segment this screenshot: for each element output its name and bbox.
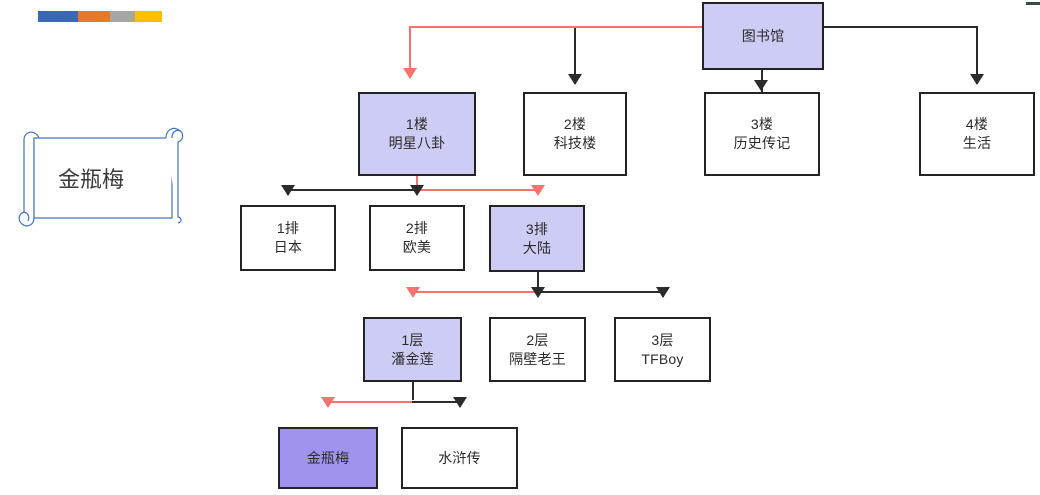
edge-root-to-f1-v	[409, 26, 411, 78]
node-floor-3-line1: 3楼	[750, 116, 774, 133]
node-floor-1-line2: 明星八卦	[388, 135, 446, 151]
arrowhead-f3	[754, 80, 768, 91]
scroll-shape-icon	[18, 127, 184, 227]
arrowhead-f2	[568, 74, 582, 85]
node-row-1-japan-line1: 1排	[276, 220, 300, 237]
node-floor-1-line1: 1楼	[405, 116, 429, 133]
edge-row4-bus-left	[412, 291, 538, 293]
scroll-callout-label: 金瓶梅	[58, 168, 125, 193]
node-row-2-euroamerica-line2: 欧美	[402, 239, 432, 255]
corner-artifact	[1026, 2, 1040, 5]
arrowhead-c2	[531, 287, 545, 298]
arrowhead-r1	[281, 185, 295, 196]
node-level-2-gebilaowang-line2: 隔壁老王	[509, 350, 566, 367]
decorative-color-bar	[38, 11, 162, 22]
arrowhead-b1	[321, 397, 335, 408]
edge-r3-stem	[537, 272, 539, 290]
arrowhead-b2	[453, 397, 467, 408]
arrowhead-c1	[406, 287, 420, 298]
node-row-3-mainland-line2: 大陆	[522, 239, 552, 256]
node-floor-1[interactable]: 1楼 明星八卦	[358, 92, 476, 176]
node-floor-3-line2: 历史传记	[733, 135, 791, 151]
node-floor-2-line2: 科技楼	[553, 135, 597, 151]
edge-root-to-f4-h	[824, 26, 977, 28]
arrowhead-f4	[970, 74, 984, 85]
node-floor-4-line2: 生活	[962, 135, 992, 151]
node-book-jinpingmei-line1: 金瓶梅	[306, 449, 350, 466]
edge-row5-bus-left	[327, 401, 413, 403]
color-bar-segment-1	[38, 11, 78, 22]
edge-row3-bus-right	[415, 189, 539, 191]
edge-root-to-f4-v	[976, 26, 978, 84]
node-level-1-panjinlian[interactable]: 1层 潘金莲	[363, 317, 462, 382]
arrowhead-r2	[410, 185, 424, 196]
node-row-3-mainland[interactable]: 3排 大陆	[489, 205, 585, 272]
arrowhead-c3	[656, 287, 670, 298]
node-book-jinpingmei[interactable]: 金瓶梅	[278, 427, 378, 489]
node-level-3-tfboy-line1: 3层	[651, 331, 674, 348]
node-book-shuihuzhuan[interactable]: 水浒传	[401, 427, 518, 489]
node-row-3-mainland-line1: 3排	[525, 220, 549, 237]
arrowhead-f1	[403, 68, 417, 79]
node-floor-3[interactable]: 3楼 历史传记	[704, 92, 820, 176]
node-floor-4[interactable]: 4楼 生活	[919, 92, 1035, 176]
node-floor-4-line1: 4楼	[965, 116, 989, 133]
node-root-library[interactable]: 图书馆	[702, 2, 824, 70]
node-level-1-panjinlian-line2: 潘金莲	[391, 350, 434, 367]
color-bar-segment-2	[78, 11, 110, 22]
edge-root-to-f1-h	[409, 26, 702, 28]
node-level-1-panjinlian-line1: 1层	[401, 331, 424, 348]
arrowhead-r3	[531, 185, 545, 196]
edge-c1-stem	[412, 382, 414, 400]
edge-row3-bus-left	[288, 189, 418, 191]
scroll-callout: 金瓶梅	[10, 118, 190, 236]
node-level-2-gebilaowang[interactable]: 2层 隔壁老王	[489, 317, 586, 382]
node-book-shuihuzhuan-line1: 水浒传	[438, 449, 481, 466]
edge-root-to-f2-v	[574, 26, 576, 84]
node-row-2-euroamerica-line1: 2排	[405, 220, 429, 237]
node-level-3-tfboy[interactable]: 3层 TFBoy	[614, 317, 711, 382]
node-row-1-japan[interactable]: 1排 日本	[240, 205, 336, 271]
color-bar-segment-4	[135, 11, 162, 22]
edge-row5-bus-right	[412, 401, 460, 403]
node-row-2-euroamerica[interactable]: 2排 欧美	[369, 205, 465, 271]
node-level-3-tfboy-line2: TFBoy	[641, 350, 684, 367]
edge-f1-stem	[416, 176, 418, 190]
edge-row4-bus-right	[537, 291, 663, 293]
color-bar-segment-3	[110, 11, 135, 22]
node-floor-2-line1: 2楼	[563, 116, 587, 133]
node-root-library-line1: 图书馆	[741, 27, 785, 44]
node-row-1-japan-line2: 日本	[273, 239, 303, 255]
node-level-2-gebilaowang-line1: 2层	[526, 331, 549, 348]
node-floor-2[interactable]: 2楼 科技楼	[523, 92, 627, 176]
